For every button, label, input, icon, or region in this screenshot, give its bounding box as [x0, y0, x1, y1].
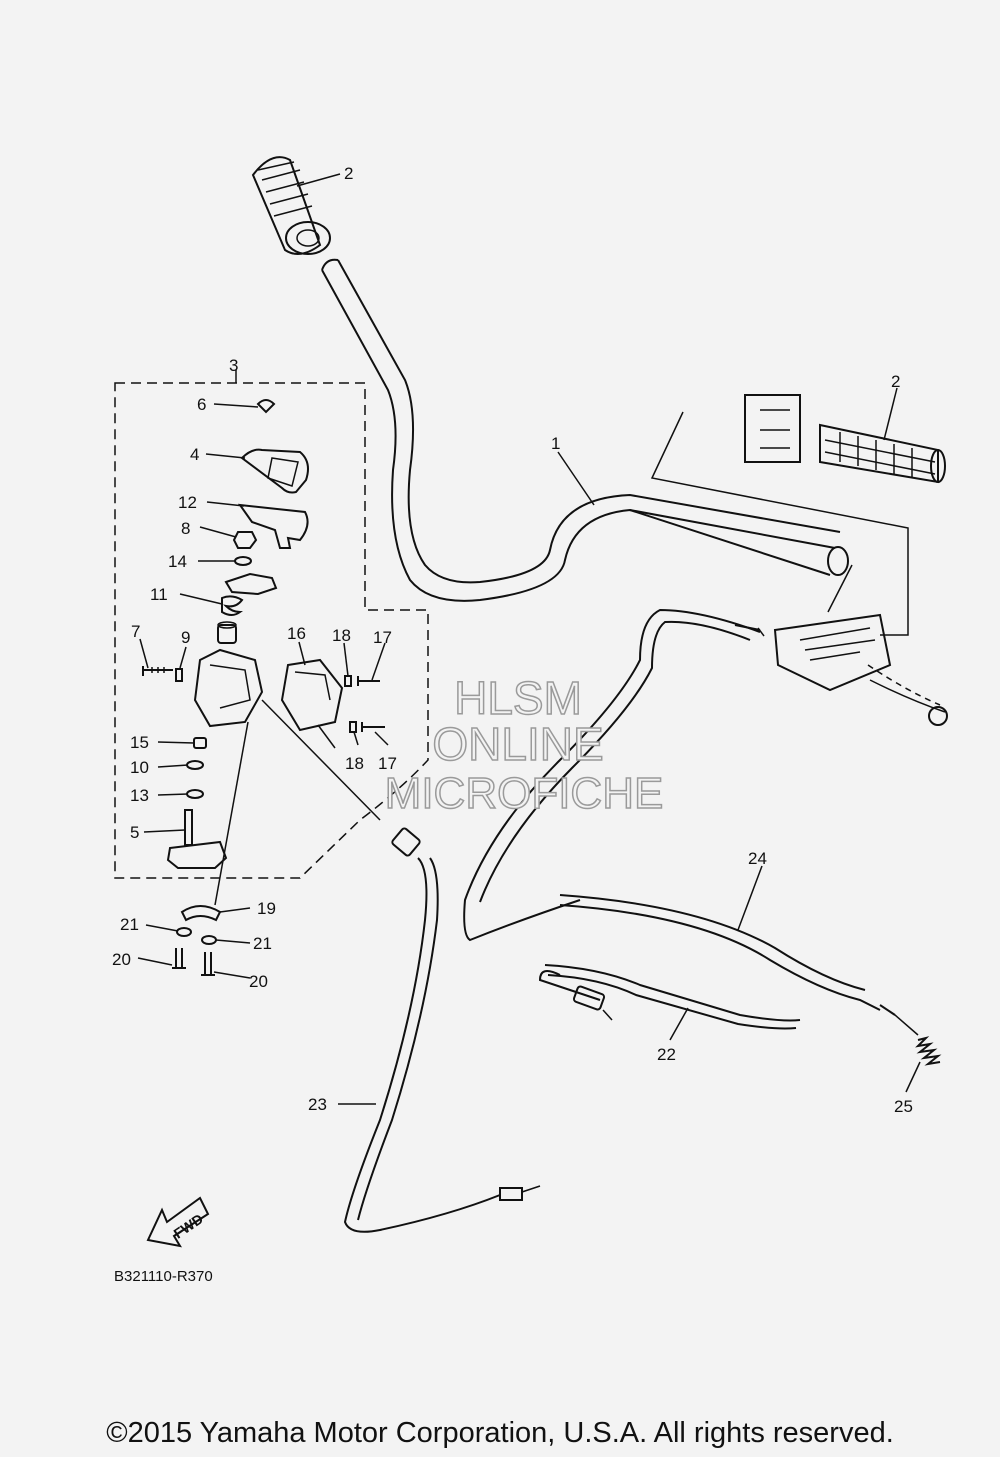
- callout-5: 5: [130, 823, 139, 842]
- callout-17-top: 17: [373, 628, 392, 647]
- callout-2-right: 2: [891, 372, 900, 391]
- callout-12: 12: [178, 493, 197, 512]
- callout-13: 13: [130, 786, 149, 805]
- callout-9: 9: [181, 628, 190, 647]
- right-lever-assembly: [734, 613, 948, 726]
- callout-6: 6: [197, 395, 206, 414]
- watermark-line-3: MICROFICHE: [385, 769, 664, 818]
- copyright-notice: ©2015 Yamaha Motor Corporation, U.S.A. A…: [106, 1417, 894, 1449]
- right-grip-assembly: [650, 394, 946, 636]
- callout-21-right: 21: [253, 934, 272, 953]
- callout-11: 11: [150, 585, 168, 604]
- cable-22: [538, 964, 801, 1030]
- assembly-group-box: [114, 382, 429, 879]
- callout-24: 24: [748, 849, 767, 868]
- callout-18-bottom: 18: [345, 754, 364, 773]
- watermark: HLSM ONLINE MICROFICHE: [384, 671, 664, 819]
- callout-2-left: 2: [344, 164, 353, 183]
- spring-25: [915, 1036, 942, 1066]
- callout-4: 4: [190, 445, 199, 464]
- callout-1: 1: [551, 434, 560, 453]
- reference-code: B321110-R370: [114, 1268, 213, 1285]
- callout-21-left: 21: [120, 915, 139, 934]
- throttle-cable: [343, 827, 541, 1233]
- callout-20-right: 20: [249, 972, 268, 991]
- switch-parts: [142, 399, 385, 906]
- handlebar: [321, 258, 849, 602]
- callout-25: 25: [894, 1097, 913, 1116]
- callout-10: 10: [130, 758, 149, 777]
- callout-23: 23: [308, 1095, 327, 1114]
- leader-lines: [137, 173, 921, 1105]
- left-grip: [251, 156, 331, 255]
- brake-cable: [463, 608, 765, 942]
- callout-numbers: 1 2 2 3 4 5 6 7 8 9 10 11 12 13 14 15 16…: [112, 164, 913, 1116]
- callout-17-bottom: 17: [378, 754, 397, 773]
- watermark-line-2: ONLINE: [432, 718, 603, 770]
- lower-clamp-parts: [172, 905, 222, 976]
- callout-18-top: 18: [332, 626, 351, 645]
- fwd-arrow: FWD: [146, 1196, 210, 1248]
- callout-20-left: 20: [112, 950, 131, 969]
- callout-15: 15: [130, 733, 149, 752]
- callout-14: 14: [168, 552, 187, 571]
- callout-3: 3: [229, 356, 238, 375]
- watermark-line-1: HLSM: [454, 672, 582, 724]
- cable-24: [559, 894, 919, 1036]
- callout-8: 8: [181, 519, 190, 538]
- callout-19: 19: [257, 899, 276, 918]
- callout-16: 16: [287, 624, 306, 643]
- callout-22: 22: [657, 1045, 676, 1064]
- callout-7: 7: [131, 622, 140, 641]
